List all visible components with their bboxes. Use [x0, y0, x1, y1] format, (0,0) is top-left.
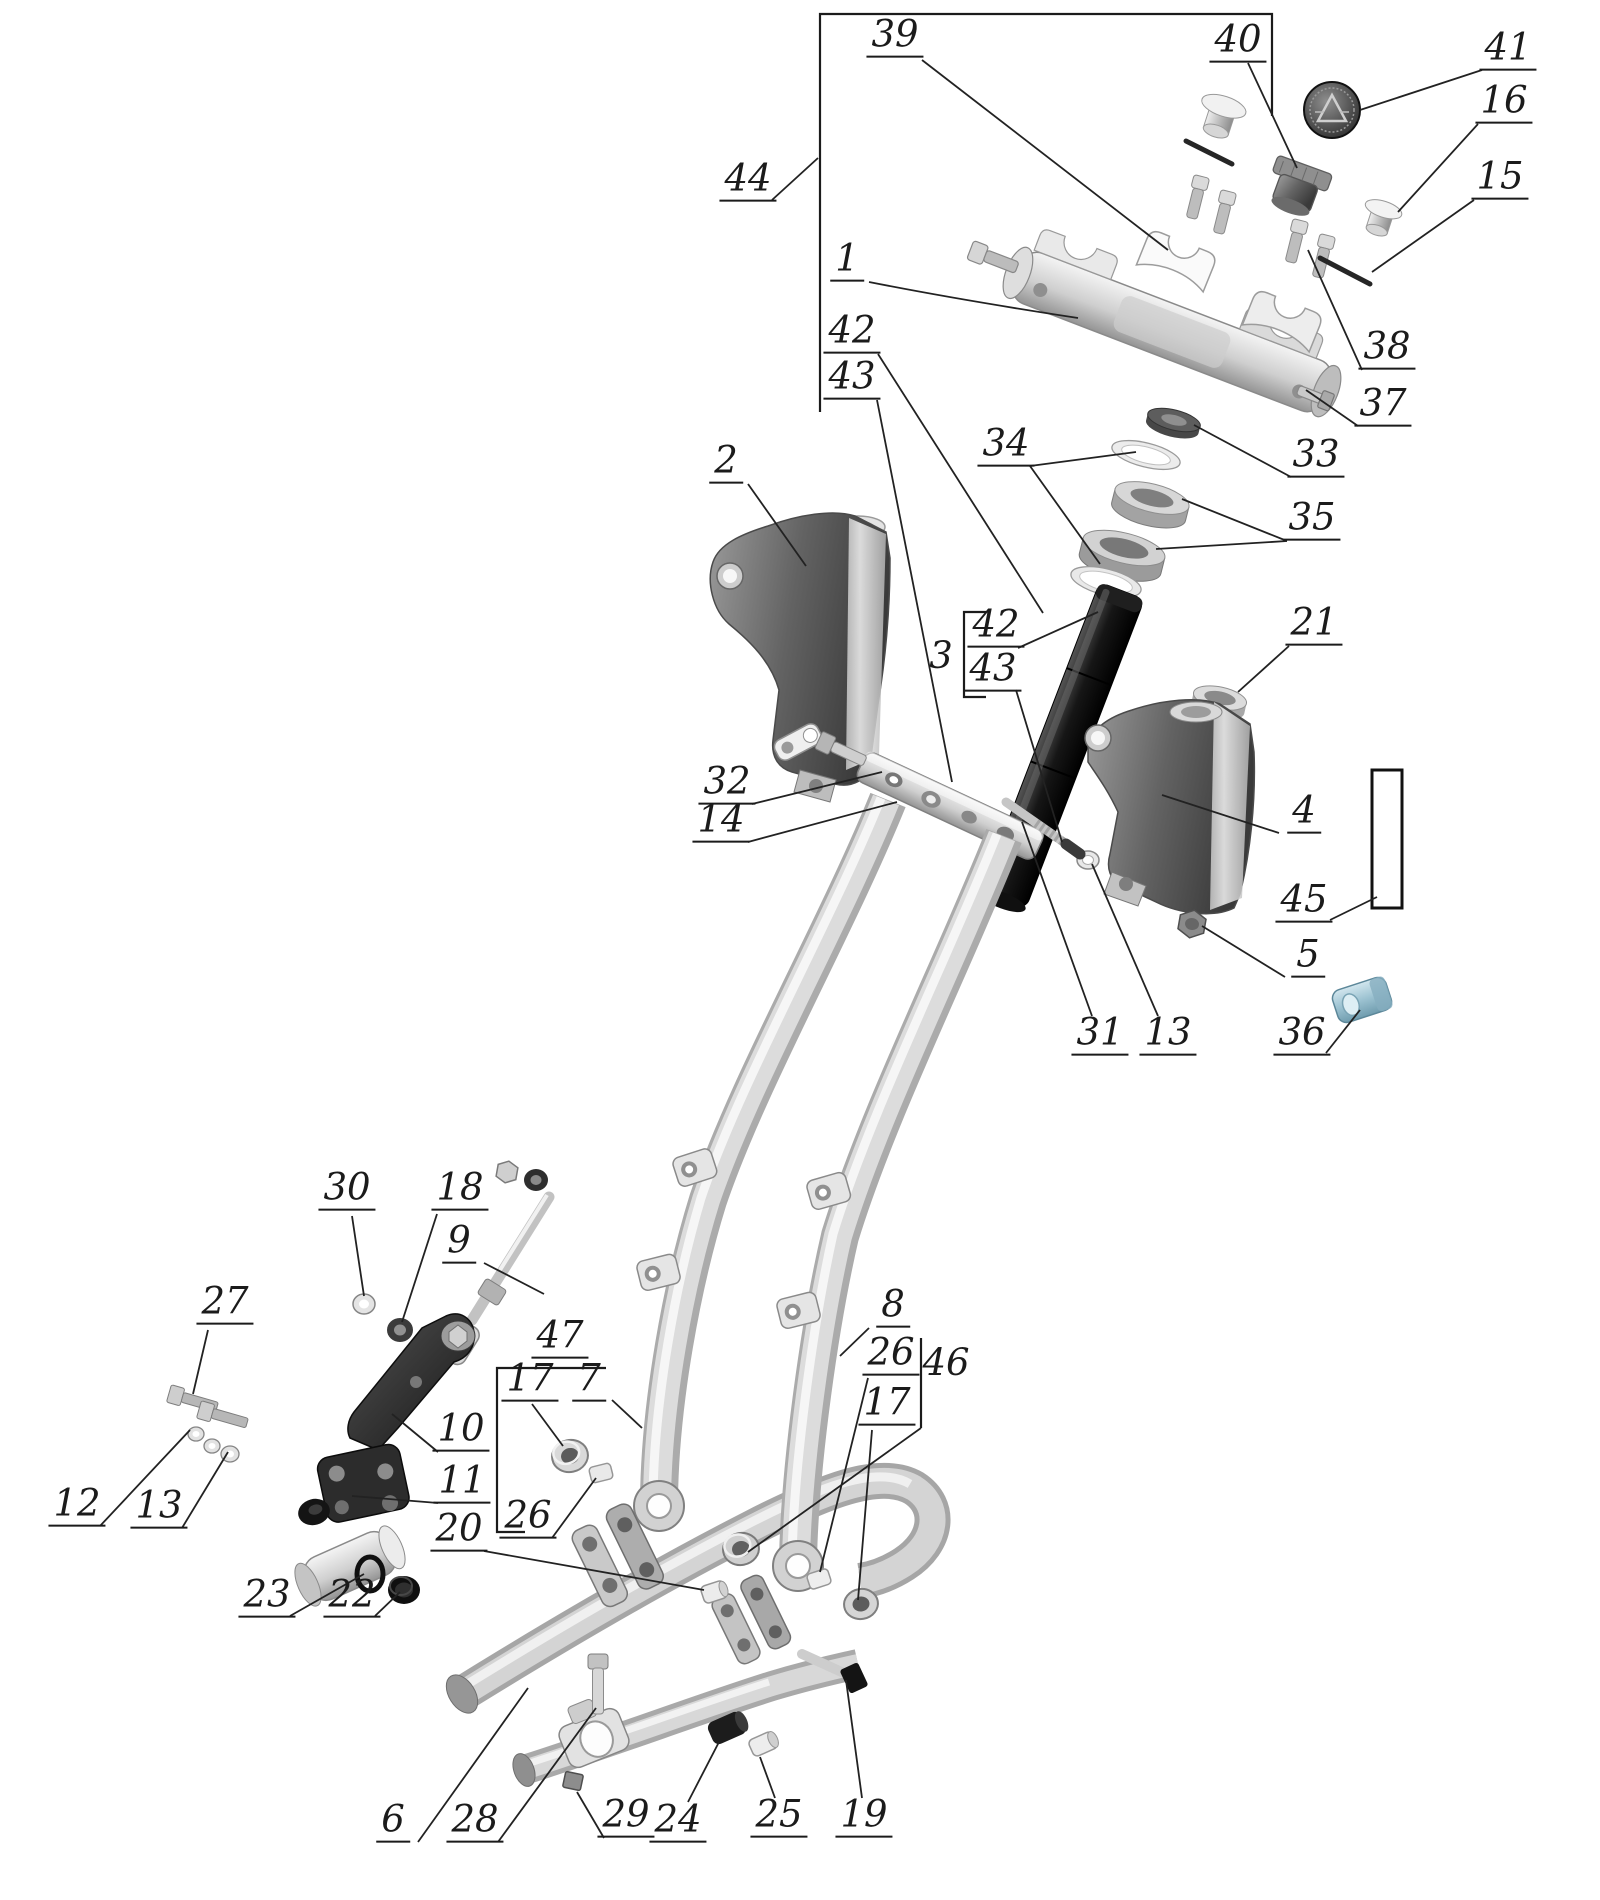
- callout-26a: 26: [862, 1334, 920, 1376]
- callout-13a: 13: [1139, 1014, 1197, 1056]
- callout-9: 9: [442, 1222, 476, 1264]
- callout-45: 45: [1275, 881, 1333, 923]
- callout-26b: 26: [499, 1497, 557, 1539]
- part-arm-bracket: [294, 1443, 410, 1607]
- callout-20: 20: [430, 1510, 488, 1552]
- part-washer-18: [387, 1318, 413, 1342]
- part-steering-nut: [1271, 155, 1333, 216]
- part-bolts-27: [166, 1384, 249, 1428]
- part-bearing-washer-lower: [1070, 566, 1142, 598]
- part-steering-arm: [347, 1313, 476, 1451]
- callout-12: 12: [48, 1485, 106, 1527]
- leader-lines: [99, 59, 1483, 1843]
- part-plug-cap: [298, 1498, 330, 1526]
- callout-34: 34: [977, 425, 1035, 467]
- part-reflector-strip: [1370, 768, 1404, 910]
- callout-14: 14: [692, 801, 750, 843]
- part-bushing-26-right: [806, 1568, 832, 1590]
- callout-17a: 17: [501, 1360, 559, 1402]
- part-clamp-screws: [1186, 174, 1336, 279]
- callout-6: 6: [376, 1801, 410, 1843]
- callout-1: 1: [830, 240, 864, 282]
- part-plate-bracket-rear: [711, 1574, 792, 1665]
- part-nut-5: [1177, 909, 1207, 939]
- callout-17b: 17: [858, 1384, 916, 1426]
- part-bushing-25: [748, 1731, 779, 1757]
- part-bearing-washer-upper: [1111, 439, 1181, 471]
- callout-11: 11: [433, 1462, 491, 1504]
- part-leg-tabs: [636, 1148, 852, 1330]
- callout-37: 37: [1354, 385, 1412, 427]
- part-plate-bracket-front: [571, 1503, 664, 1608]
- callout-40: 40: [1209, 21, 1267, 63]
- callout-33: 33: [1287, 436, 1345, 478]
- callout-13b: 13: [130, 1487, 188, 1529]
- part-dust-cap: [1146, 407, 1201, 439]
- callout-35: 35: [1283, 499, 1341, 541]
- part-washers-12-13: [187, 1426, 240, 1463]
- callout-42a: 42: [823, 312, 881, 354]
- callout-44: 44: [719, 160, 777, 202]
- part-bushing-24: [707, 1711, 749, 1745]
- callout-4: 4: [1287, 792, 1321, 834]
- callout-23: 23: [238, 1576, 296, 1618]
- part-pinch-bolt: [587, 1653, 609, 1715]
- part-handlebar-clamp-front: [1135, 230, 1216, 294]
- callout-10: 10: [432, 1410, 490, 1452]
- callout-42b: 42: [967, 606, 1025, 648]
- callout-46: 46: [922, 1340, 970, 1384]
- callout-43a: 43: [823, 358, 881, 400]
- callout-24: 24: [649, 1801, 707, 1843]
- part-bearing-17-right: [843, 1587, 879, 1621]
- part-steering-limiter: [1331, 976, 1393, 1024]
- part-handlebar-clamp-rear: [1241, 290, 1322, 354]
- callout-39: 39: [866, 16, 924, 58]
- part-bushing-16: [1364, 199, 1403, 237]
- part-nut-29: [562, 1770, 584, 1792]
- annotation-brackets: [495, 12, 1274, 1534]
- callout-25: 25: [750, 1796, 808, 1838]
- callout-5: 5: [1291, 936, 1325, 978]
- part-bridge-bolt: [966, 240, 1019, 274]
- callout-18: 18: [431, 1169, 489, 1211]
- callout-7: 7: [572, 1360, 606, 1402]
- part-bearing-17-left: [551, 1438, 589, 1474]
- part-cap-bushing: [1201, 93, 1247, 139]
- part-right-fork-leg: [772, 828, 1022, 1592]
- callout-8: 8: [876, 1286, 910, 1328]
- callout-43b: 43: [964, 650, 1022, 692]
- part-frame-loop: [445, 1462, 951, 1714]
- part-pins-15: [1183, 138, 1373, 287]
- callout-19: 19: [835, 1796, 893, 1838]
- callout-2: 2: [709, 442, 743, 484]
- callout-38: 38: [1358, 328, 1416, 370]
- part-left-fork-holder: [709, 512, 891, 803]
- part-rod-nut-washer: [495, 1160, 548, 1191]
- callout-30: 30: [318, 1169, 376, 1211]
- callout-36: 36: [1273, 1014, 1331, 1056]
- callout-31: 31: [1071, 1014, 1129, 1056]
- callout-15: 15: [1471, 158, 1529, 200]
- part-lower-bridge: [814, 731, 1044, 860]
- part-bearing-46: [722, 1531, 760, 1567]
- part-bushing-20: [700, 1580, 729, 1604]
- callout-41: 41: [1479, 29, 1537, 71]
- part-left-fork-leg: [633, 792, 906, 1532]
- callout-28: 28: [446, 1801, 504, 1843]
- callout-47: 47: [531, 1317, 589, 1359]
- part-o-ring-23: [354, 1554, 386, 1594]
- part-damper-bracket: [773, 723, 823, 761]
- callout-3: 3: [929, 633, 953, 677]
- part-bearing-race-upper: [1111, 481, 1190, 529]
- callout-16: 16: [1475, 82, 1533, 124]
- callout-22: 22: [323, 1576, 381, 1618]
- callout-27: 27: [196, 1283, 254, 1325]
- callout-21: 21: [1285, 604, 1343, 646]
- part-right-fork-holder: [1084, 699, 1256, 915]
- callout-29: 29: [597, 1796, 655, 1838]
- callout-32: 32: [698, 763, 756, 805]
